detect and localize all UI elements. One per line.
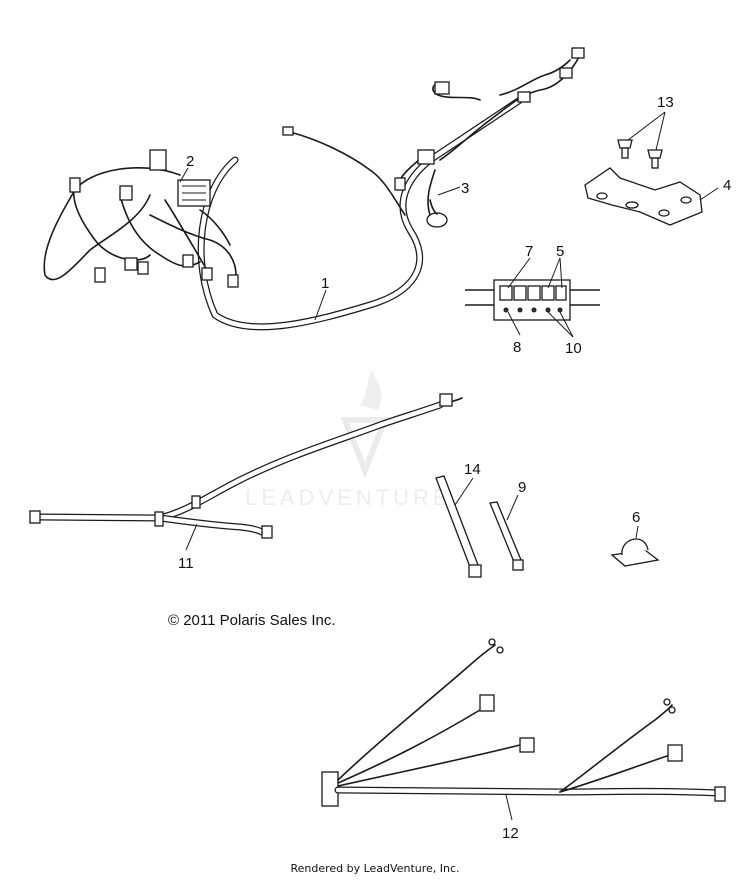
callout-14: 14 — [454, 461, 481, 506]
sub-wire-harness-11[interactable] — [29, 393, 463, 539]
leadventure-watermark-logo: LEADVENTURE — [245, 370, 452, 510]
callout-10: 10 — [547, 311, 582, 357]
callout-2-label: 2 — [186, 153, 194, 170]
callout-11: 11 — [178, 523, 198, 572]
fuse-block[interactable] — [465, 279, 600, 321]
callout-9-label: 9 — [518, 479, 526, 496]
sub-wire-harness-12[interactable] — [321, 638, 726, 807]
callout-1-label: 1 — [321, 275, 329, 292]
copyright-notice: © 2011 Polaris Sales Inc. — [168, 612, 336, 629]
callout-3-label: 3 — [461, 180, 469, 197]
callout-5: 5 — [547, 243, 564, 289]
callout-9: 9 — [506, 479, 526, 521]
callout-8: 8 — [507, 311, 521, 356]
rendered-by-footer: Rendered by LeadVenture, Inc. — [290, 862, 460, 875]
callout-12-label: 12 — [502, 825, 519, 842]
callout-13-label: 13 — [657, 94, 674, 111]
callout-11-label: 11 — [178, 555, 194, 572]
cable-tie-short[interactable] — [489, 501, 524, 571]
callout-5-label: 5 — [556, 243, 564, 260]
callout-1: 1 — [314, 275, 329, 321]
callout-3: 3 — [437, 180, 469, 197]
wire-clip[interactable] — [610, 538, 660, 567]
watermark-text: LEADVENTURE — [245, 485, 452, 510]
callout-10-label: 10 — [565, 340, 582, 357]
callout-6-label: 6 — [632, 509, 640, 526]
bolts[interactable] — [617, 139, 663, 169]
callout-2: 2 — [179, 153, 194, 183]
callout-7: 7 — [507, 243, 533, 289]
mounting-bracket[interactable] — [584, 167, 703, 226]
callout-7-label: 7 — [525, 243, 533, 260]
callout-4: 4 — [699, 177, 731, 201]
callout-8-label: 8 — [513, 339, 521, 356]
main-wire-harness[interactable] — [43, 47, 585, 331]
callout-6: 6 — [632, 509, 640, 539]
callout-12: 12 — [502, 794, 519, 842]
callout-4-label: 4 — [723, 177, 731, 194]
callout-14-label: 14 — [464, 461, 481, 478]
cable-tie-long[interactable] — [435, 475, 482, 578]
callout-13: 13 — [627, 94, 674, 151]
